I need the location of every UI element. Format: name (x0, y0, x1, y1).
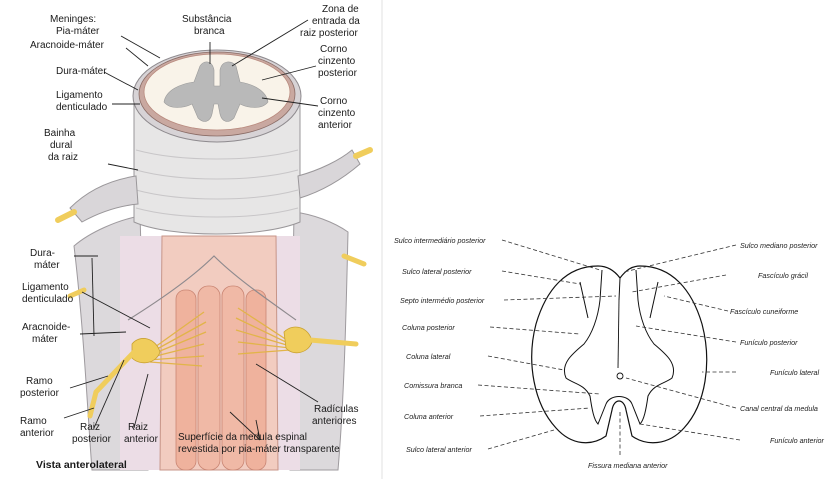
label-fasciculo-gracil: Fascículo grácil (758, 271, 808, 280)
label-zona-2: entrada da (312, 16, 360, 27)
label-corno-post-2: cinzento (318, 56, 356, 67)
label-aracnoide-low-1: Aracnoide- (22, 322, 70, 333)
label-coluna-posterior: Coluna posterior (402, 323, 455, 332)
label-dura-side-1: Dura- (30, 248, 55, 259)
label-denticulado-low: denticulado (22, 294, 74, 305)
label-dura-mater-top: Dura-máter (56, 66, 107, 77)
label-zona-1: Zona de (322, 4, 359, 15)
label-sulco-lateral-posterior: Sulco lateral posterior (402, 267, 472, 276)
label-corno-ant-3: anterior (318, 120, 353, 131)
label-meninges: Meninges: (50, 14, 96, 25)
label-sulco-lateral-anterior: Sulco lateral anterior (406, 445, 473, 454)
label-sulco-mediano-posterior: Sulco mediano posterior (740, 241, 818, 250)
label-superficie-1: Superfície da medula espinal (178, 432, 307, 443)
label-raiz-post-2: posterior (72, 434, 112, 445)
label-funiculo-anterior: Funículo anterior (770, 436, 825, 445)
label-ramo-post-1: Ramo (26, 376, 53, 387)
label-canal-central: Canal central da medula (740, 404, 818, 413)
caption-vista: Vista anterolateral (36, 459, 127, 471)
label-ligamento-top: Ligamento (56, 90, 103, 101)
label-dura-side-2: máter (34, 260, 60, 271)
label-coluna-lateral: Coluna lateral (406, 352, 451, 361)
label-bainha-1: Bainha (44, 128, 76, 139)
label-branca: branca (194, 26, 225, 37)
label-raiz-post-1: Raiz (80, 422, 100, 433)
label-ligamento-low: Ligamento (22, 282, 69, 293)
label-radiculas-1: Radículas (314, 404, 358, 415)
label-ramo-ant-1: Ramo (20, 416, 47, 427)
label-comissura-branca: Comissura branca (404, 381, 462, 390)
label-bainha-3: da raiz (48, 152, 78, 163)
label-ramo-post-2: posterior (20, 388, 60, 399)
label-funiculo-posterior: Funículo posterior (740, 338, 798, 347)
label-bainha-2: dural (50, 140, 72, 151)
label-zona-3: raiz posterior (300, 28, 358, 39)
label-funiculo-lateral: Funículo lateral (770, 368, 820, 377)
label-septo-intermedio-posterior: Septo intermédio posterior (400, 296, 485, 305)
central-canal (617, 373, 623, 379)
label-fissura-mediana-anterior: Fissura mediana anterior (588, 461, 668, 470)
label-denticulado-top: denticulado (56, 102, 108, 113)
label-fasciculo-cuneiforme: Fascículo cuneiforme (730, 307, 798, 316)
label-corno-post-3: posterior (318, 68, 358, 79)
label-corno-ant-1: Corno (320, 96, 348, 107)
label-ramo-ant-2: anterior (20, 428, 55, 439)
cord-column-1 (176, 290, 196, 470)
label-sulco-intermediario-posterior: Sulco intermediário posterior (394, 236, 486, 245)
label-raiz-ant-2: anterior (124, 434, 159, 445)
label-superficie-2: revestida por pia-máter transparente (178, 444, 340, 455)
label-radiculas-2: anteriores (312, 416, 356, 427)
cord-column-4 (246, 290, 266, 470)
label-substancia: Substância (182, 14, 232, 25)
label-aracnoide-mater-top: Aracnoide-máter (30, 40, 105, 51)
label-raiz-ant-1: Raiz (128, 422, 148, 433)
label-coluna-anterior: Coluna anterior (404, 412, 454, 421)
label-aracnoide-low-2: máter (32, 334, 58, 345)
label-pia-mater: Pia-máter (56, 26, 100, 37)
label-corno-ant-2: cinzento (318, 108, 356, 119)
label-corno-post-1: Corno (320, 44, 348, 55)
